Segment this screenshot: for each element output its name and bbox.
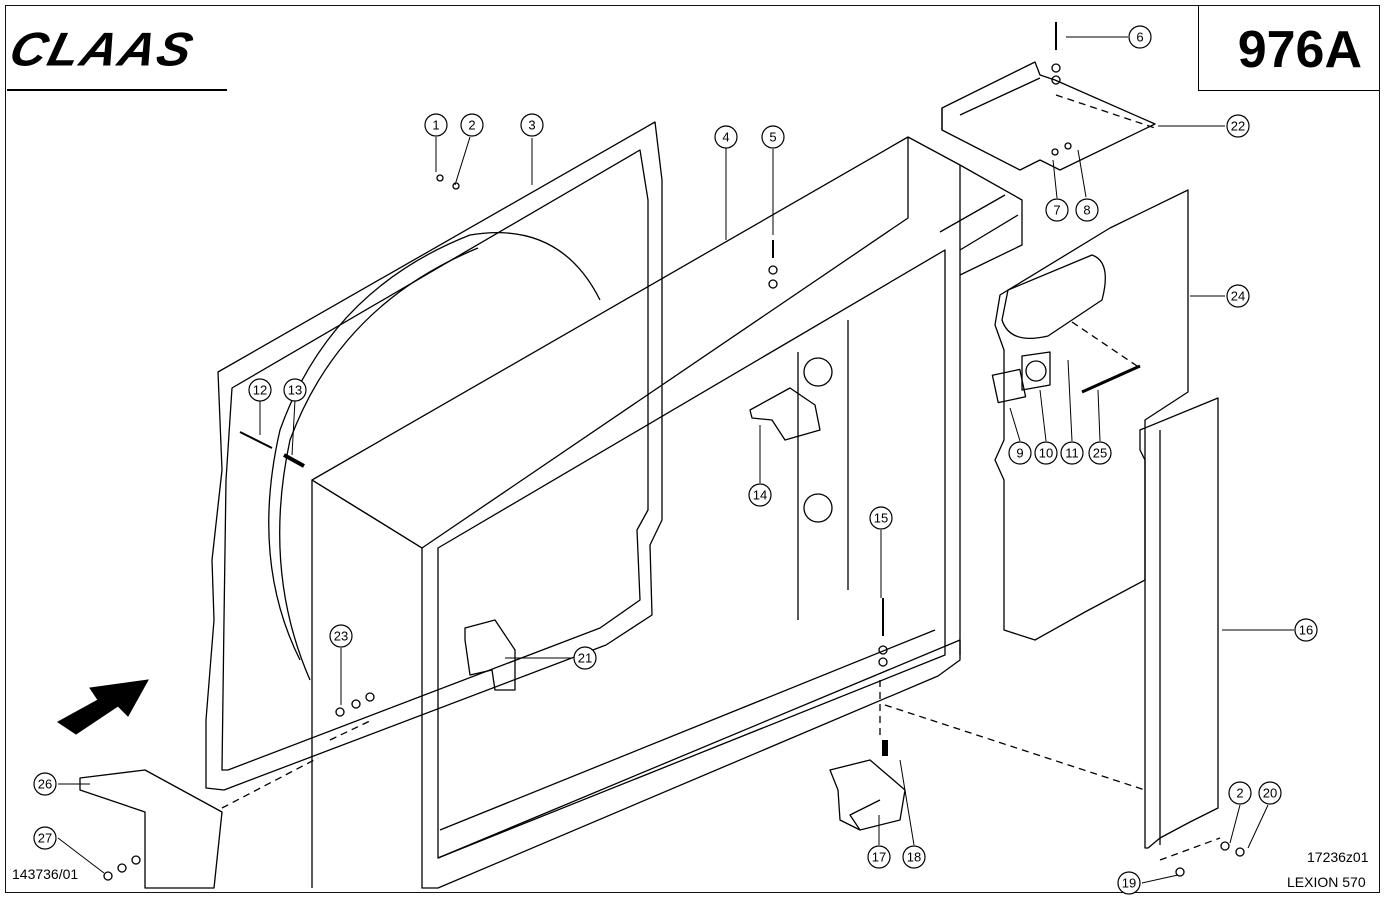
callout-2: 2 [460, 113, 484, 137]
page-code: 976A [1237, 21, 1362, 79]
callout-16-label: 16 [1299, 623, 1313, 638]
callout-21-label: 21 [578, 651, 592, 666]
callout-6: 6 [1128, 25, 1152, 49]
callout-17-label: 17 [872, 850, 886, 865]
callout-5-label: 5 [769, 130, 776, 145]
callout-25-label: 25 [1093, 446, 1107, 461]
callout-2b-label: 2 [1236, 786, 1243, 801]
callout-6-label: 6 [1136, 30, 1143, 45]
radiator-frame [311, 136, 1023, 889]
callout-12-label: 12 [253, 383, 267, 398]
callout-19: 19 [1117, 871, 1141, 895]
bracket-26 [79, 769, 223, 889]
leader-lines [57, 36, 1294, 884]
cover-plates [991, 351, 1141, 404]
callout-9: 9 [1008, 441, 1032, 465]
callout-19-label: 19 [1122, 876, 1136, 891]
drawing-number: 143736/01 [12, 866, 79, 882]
callout-4: 4 [714, 125, 738, 149]
callout-26-label: 26 [38, 777, 52, 792]
callout-27-label: 27 [38, 831, 52, 846]
callout-11-label: 11 [1065, 446, 1079, 461]
callout-17: 17 [867, 845, 891, 869]
callout-5: 5 [761, 125, 785, 149]
callout-21: 21 [573, 646, 597, 670]
callout-10: 10 [1034, 441, 1058, 465]
brand-divider [7, 89, 227, 91]
callout-7: 7 [1045, 198, 1069, 222]
side-plate [1139, 397, 1219, 849]
callout-13-label: 13 [288, 383, 302, 398]
callout-3-label: 3 [528, 118, 535, 133]
callout-1-label: 1 [432, 118, 439, 133]
fasteners [103, 22, 1245, 881]
callout-24: 24 [1226, 284, 1250, 308]
model-name: LEXION 570 [1287, 874, 1366, 890]
callout-11: 11 [1060, 441, 1084, 465]
callout-20: 20 [1258, 781, 1282, 805]
callout-23-label: 23 [334, 629, 348, 644]
callout-24-label: 24 [1231, 289, 1245, 304]
callout-22-label: 22 [1231, 119, 1245, 134]
callout-20-label: 20 [1263, 786, 1277, 801]
page-code-divider-vertical [1198, 5, 1199, 91]
callout-10-label: 10 [1039, 446, 1053, 461]
callout-13: 13 [283, 378, 307, 402]
callout-15-label: 15 [874, 511, 888, 526]
callout-8-label: 8 [1083, 203, 1090, 218]
callout-14-label: 14 [753, 488, 767, 503]
bracket-17 [829, 759, 906, 831]
callout-15: 15 [869, 506, 893, 530]
bracket-14 [749, 387, 821, 441]
callout-14: 14 [748, 483, 772, 507]
callout-3: 3 [520, 113, 544, 137]
callout-2-label: 2 [468, 118, 475, 133]
callout-9-label: 9 [1016, 446, 1023, 461]
callout-27: 27 [33, 826, 57, 850]
callout-22: 22 [1226, 114, 1250, 138]
direction-arrow-icon [57, 679, 149, 735]
callout-18-label: 18 [907, 850, 921, 865]
page-code-divider-horizontal [1198, 90, 1380, 91]
callout-23: 23 [329, 624, 353, 648]
top-bracket [941, 61, 1156, 171]
reference-number: 17236z01 [1307, 849, 1369, 865]
fan-shroud [205, 121, 663, 791]
callout-4-label: 4 [722, 130, 729, 145]
callout-8: 8 [1075, 198, 1099, 222]
bracket-21 [464, 619, 516, 691]
callout-2b: 2 [1228, 781, 1252, 805]
callout-16: 16 [1294, 618, 1318, 642]
callout-25: 25 [1088, 441, 1112, 465]
callout-7-label: 7 [1053, 203, 1060, 218]
callout-18: 18 [902, 845, 926, 869]
assembly-lines [221, 94, 1221, 861]
callout-12: 12 [248, 378, 272, 402]
callout-26: 26 [33, 772, 57, 796]
drawing-frame [5, 5, 1380, 893]
callout-1: 1 [424, 113, 448, 137]
side-shield [994, 189, 1189, 641]
